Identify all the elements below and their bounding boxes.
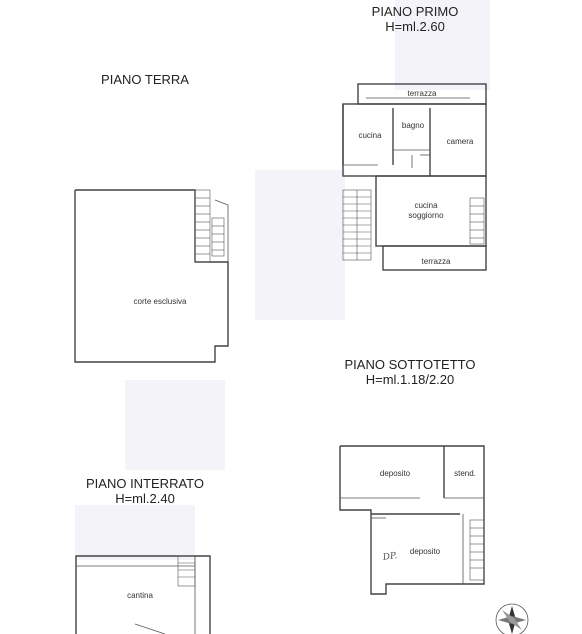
stair-primo	[342, 189, 372, 261]
scan-smudge	[255, 170, 345, 320]
north-arrow-icon	[495, 603, 529, 634]
scan-smudge	[125, 380, 225, 470]
floor-title-primo: PIANO PRIMO H=ml.2.60	[355, 4, 475, 34]
floor-title-interrato: PIANO INTERRATO H=ml.2.40	[75, 476, 215, 506]
room-label-deposito-2: deposito	[409, 547, 441, 556]
floor-title-sottotetto: PIANO SOTTOTETTO H=ml.1.18/2.20	[335, 357, 485, 387]
stair-interrato	[177, 555, 196, 587]
floor-title-terra: PIANO TERRA	[90, 72, 200, 87]
room-label-stend: stend.	[454, 469, 476, 478]
floor-title: PIANO SOTTOTETTO	[344, 357, 476, 372]
room-label-terrazza-top: terrazza	[407, 89, 437, 98]
room-label-corte: corte esclusiva	[133, 297, 187, 306]
scan-smudge	[395, 0, 490, 90]
floor-title: PIANO INTERRATO	[86, 476, 204, 491]
room-label-camera: camera	[446, 137, 474, 146]
room-label-cucina-soggiorno: cucina soggiorno	[400, 201, 452, 221]
floor-title: PIANO PRIMO	[371, 4, 459, 19]
stair-terra	[194, 189, 225, 263]
piano-interrato-plan	[75, 555, 211, 634]
room-label-cucina: cucina	[358, 131, 382, 140]
floor-height: H=ml.2.60	[385, 19, 445, 34]
floor-height: H=ml.2.40	[115, 491, 175, 506]
piano-primo-plan	[342, 83, 487, 271]
room-label-line: cucina	[414, 201, 438, 210]
room-label-terrazza-bottom: terrazza	[421, 257, 451, 266]
scan-smudge	[75, 505, 195, 560]
room-label-deposito-1: deposito	[379, 469, 411, 478]
room-label-line: soggiorno	[408, 211, 444, 220]
stair-primo-right	[469, 197, 485, 245]
room-label-cantina: cantina	[127, 591, 153, 600]
stair-sottotetto	[469, 519, 485, 581]
room-label-bagno: bagno	[401, 121, 425, 130]
piano-sottotetto-plan	[339, 445, 485, 595]
piano-terra-plan	[74, 189, 229, 363]
floor-title: PIANO TERRA	[101, 72, 189, 87]
floor-height: H=ml.1.18/2.20	[365, 372, 455, 387]
